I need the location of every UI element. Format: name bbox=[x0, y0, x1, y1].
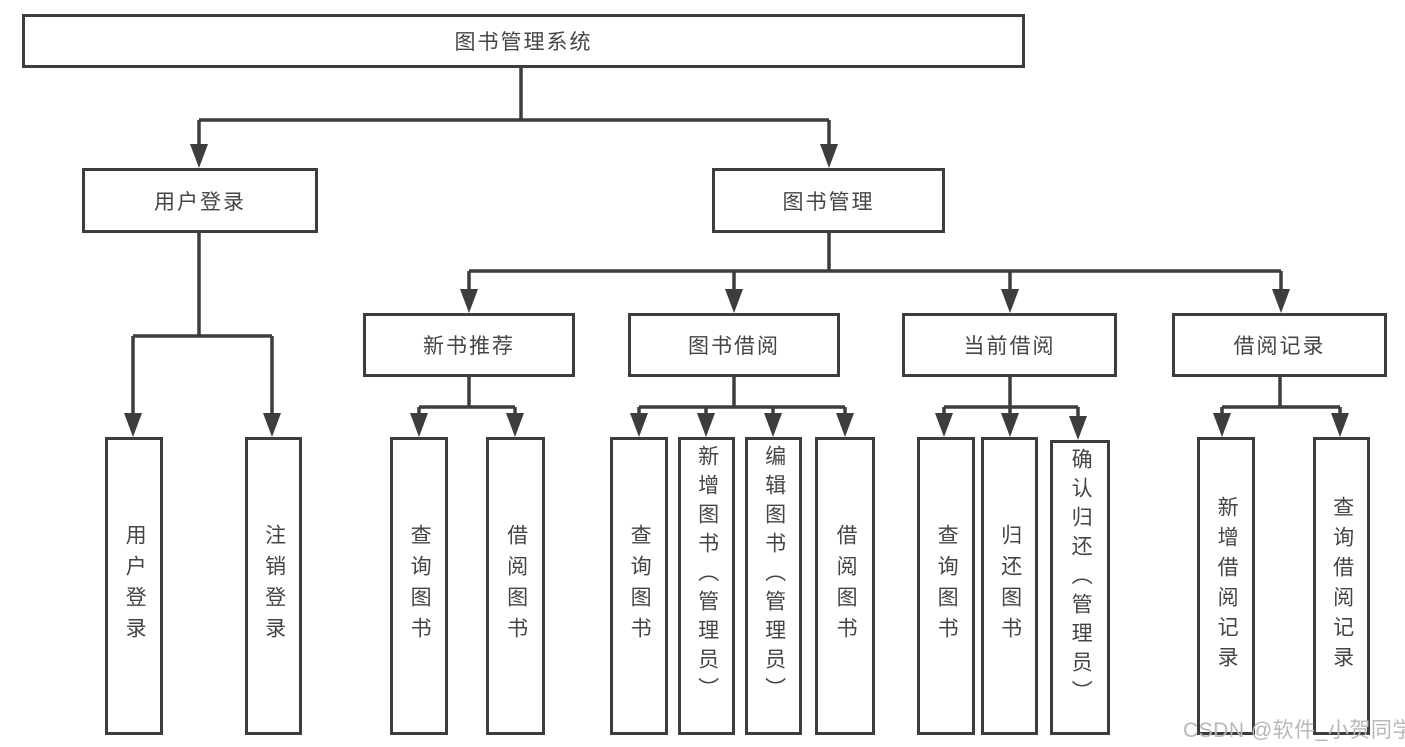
leaf-query-borrow-record: 查询借阅记录 bbox=[1313, 437, 1370, 735]
node-book-management: 图书管理 bbox=[712, 168, 945, 233]
node-user-login: 用户登录 bbox=[82, 168, 318, 233]
node-book-borrowing: 图书借阅 bbox=[628, 313, 840, 377]
leaf-query-books-current: 查询图书 bbox=[917, 437, 975, 735]
node-new-book-recommendation: 新书推荐 bbox=[363, 313, 575, 377]
leaf-confirm-return-admin: 确认归还（管理员） bbox=[1050, 440, 1110, 735]
leaf-add-borrow-record: 新增借阅记录 bbox=[1197, 437, 1255, 735]
leaf-add-books-admin: 新增图书（管理员） bbox=[678, 437, 735, 735]
leaf-query-books-recommend: 查询图书 bbox=[390, 437, 448, 735]
csdn-watermark: CSDN @软件_小贺同学 bbox=[1183, 719, 1405, 742]
node-borrow-records: 借阅记录 bbox=[1172, 313, 1387, 377]
leaf-borrow-books-borrowing: 借阅图书 bbox=[815, 437, 875, 735]
leaf-user-login: 用户登录 bbox=[105, 437, 163, 735]
leaf-return-books: 归还图书 bbox=[981, 437, 1038, 735]
node-library-management-system: 图书管理系统 bbox=[22, 14, 1025, 68]
leaf-edit-books-admin: 编辑图书（管理员） bbox=[745, 437, 802, 735]
node-current-borrowing: 当前借阅 bbox=[902, 313, 1117, 377]
leaf-query-books-borrowing: 查询图书 bbox=[610, 437, 668, 735]
leaf-logout: 注销登录 bbox=[245, 437, 302, 735]
leaf-borrow-books-recommend: 借阅图书 bbox=[486, 437, 545, 735]
arrowheads bbox=[124, 144, 1349, 440]
